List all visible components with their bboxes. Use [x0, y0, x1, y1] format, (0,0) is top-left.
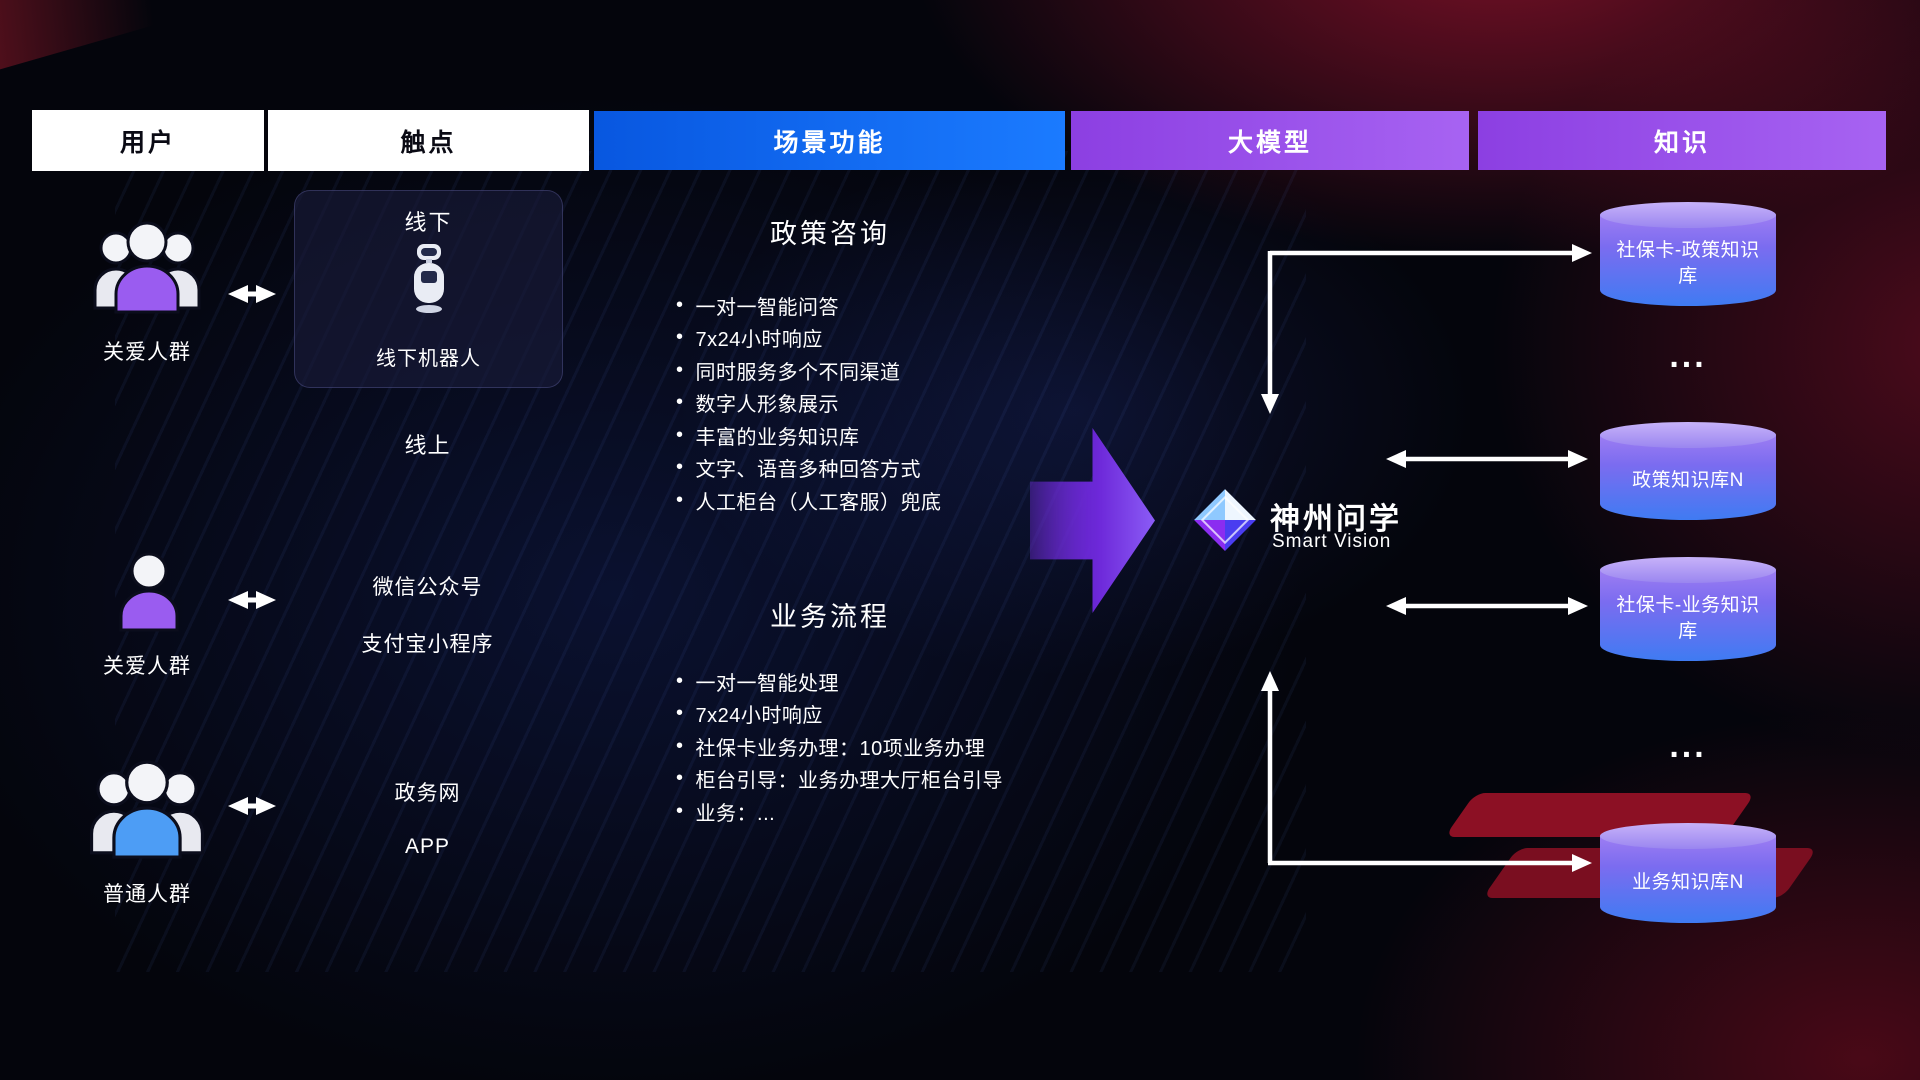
offline-touchpoint-card: 线下 线下机器人	[294, 190, 563, 388]
scenario-title-policy: 政策咨询	[770, 219, 890, 249]
list-item: 同时服务多个不同渠道	[676, 354, 942, 387]
offline-title: 线下	[404, 210, 453, 235]
list-item: 文字、语音多种回答方式	[676, 452, 942, 485]
list-item: 7x24小时响应	[676, 698, 1003, 731]
list-item: 社保卡业务办理：10项业务办理	[676, 730, 1003, 763]
cylinder-body	[1600, 570, 1776, 661]
people-group-blue-icon	[83, 750, 211, 871]
knowledge-base-label: 政策知识库N	[1632, 470, 1744, 492]
list-item-text: 丰富的业务知识库	[695, 426, 860, 449]
list-item-text: 业务：...	[695, 802, 776, 825]
touchpoint-item-wechat: 微信公众号	[372, 576, 483, 599]
list-item: 业务：...	[676, 795, 1003, 828]
user-group-label: 关爱人群	[103, 341, 191, 364]
list-item: 人工柜台（人工客服）兜底	[676, 484, 942, 517]
model-subtitle: Smart Vision	[1272, 531, 1392, 552]
cylinder-top	[1600, 557, 1776, 583]
list-item: 数字人形象展示	[676, 387, 942, 420]
column-header-knowledge: 知识	[1478, 111, 1886, 170]
service-robot-icon	[407, 243, 451, 320]
list-item-text: 7x24小时响应	[695, 329, 823, 352]
touchpoint-item-govweb: 政务网	[394, 782, 461, 805]
list-item-text: 人工柜台（人工客服）兜底	[695, 491, 942, 514]
column-header-touchpoints: 触点	[269, 111, 588, 170]
list-item-text: 7x24小时响应	[695, 705, 823, 728]
database-cylinder-icon: 政策知识库N	[1600, 422, 1776, 520]
person-purple-icon	[117, 548, 181, 641]
database-cylinder-icon: 业务知识库N	[1600, 823, 1776, 923]
column-header-label: 知识	[1653, 128, 1710, 157]
database-cylinder-icon: 社保卡-政策知识库	[1600, 202, 1776, 306]
cylinder-top	[1600, 823, 1776, 849]
online-title: 线上	[404, 433, 451, 458]
knowledge-base-label: 业务知识库N	[1632, 872, 1744, 894]
cylinder-top	[1600, 202, 1776, 228]
ellipsis-more: ...	[1669, 337, 1707, 375]
offline-robot-label: 线下机器人	[376, 348, 481, 370]
database-cylinder-icon: 社保卡-业务知识库	[1600, 557, 1776, 661]
list-item: 7x24小时响应	[676, 322, 942, 355]
list-item-text: 一对一智能处理	[695, 672, 840, 695]
list-item-text: 同时服务多个不同渠道	[695, 361, 901, 384]
column-header-label: 大模型	[1227, 128, 1312, 157]
column-header-model: 大模型	[1071, 111, 1469, 170]
smart-vision-logo-icon	[1192, 487, 1258, 558]
list-item-text: 文字、语音多种回答方式	[695, 459, 922, 482]
list-item: 一对一智能问答	[676, 289, 942, 322]
people-group-purple-icon	[87, 212, 207, 325]
column-header-label: 触点	[400, 128, 457, 157]
ellipsis-more: ...	[1669, 727, 1707, 765]
knowledge-base-label: 社保卡-政策知识库	[1616, 240, 1760, 287]
touchpoint-item-alipay: 支付宝小程序	[361, 633, 494, 656]
list-item-text: 数字人形象展示	[695, 394, 840, 417]
column-header-users: 用户	[33, 111, 263, 170]
cylinder-top	[1600, 422, 1776, 448]
policy-feature-list: 一对一智能问答 7x24小时响应 同时服务多个不同渠道 数字人形象展示 丰富的业…	[676, 289, 942, 517]
column-header-label: 场景功能	[773, 128, 886, 157]
list-item: 一对一智能处理	[676, 665, 1003, 698]
list-item-text: 柜台引导：业务办理大厅柜台引导	[695, 770, 1004, 793]
list-item: 丰富的业务知识库	[676, 419, 942, 452]
touchpoint-item-app: APP	[404, 835, 451, 858]
column-header-label: 用户	[119, 128, 176, 157]
model-name: 神州问学	[1270, 503, 1402, 536]
user-group-label: 关爱人群	[103, 655, 191, 678]
list-item: 柜台引导：业务办理大厅柜台引导	[676, 763, 1003, 796]
business-feature-list: 一对一智能处理 7x24小时响应 社保卡业务办理：10项业务办理 柜台引导：业务…	[676, 665, 1003, 828]
user-group-label: 普通人群	[103, 883, 191, 906]
list-item-text: 社保卡业务办理：10项业务办理	[695, 737, 986, 760]
cylinder-body	[1600, 435, 1776, 520]
column-header-scenarios: 场景功能	[594, 111, 1065, 170]
list-item-text: 一对一智能问答	[695, 296, 840, 319]
scenario-title-business: 业务流程	[770, 602, 890, 632]
cylinder-body	[1600, 836, 1776, 923]
cylinder-body	[1600, 215, 1776, 306]
knowledge-base-label: 社保卡-业务知识库	[1616, 595, 1760, 642]
